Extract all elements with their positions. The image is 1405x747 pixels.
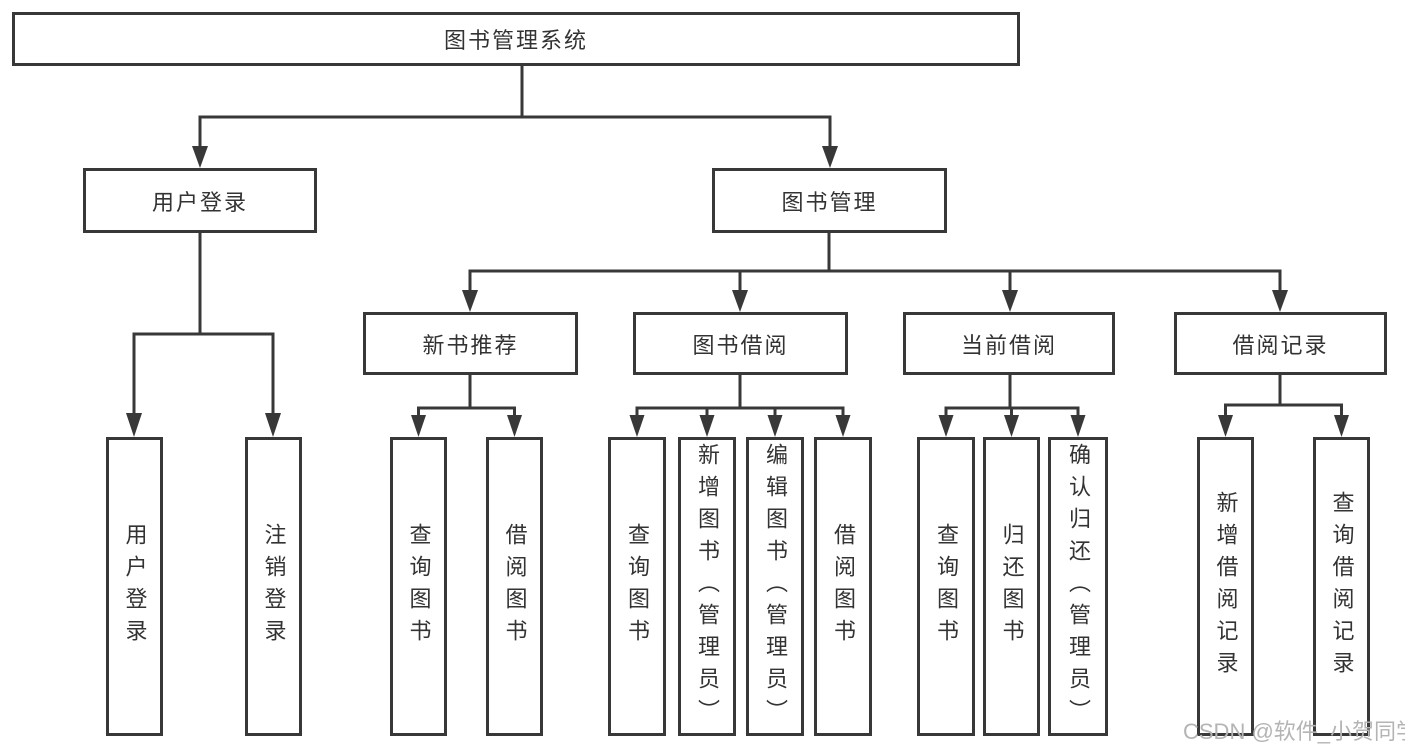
leaf-query-books-3: 查询图书 xyxy=(917,437,975,736)
node-root: 图书管理系统 xyxy=(12,12,1020,66)
node-current-borrow-label: 当前借阅 xyxy=(960,332,1057,358)
leaf-borrow-books-2: 借阅图书 xyxy=(814,437,872,736)
node-root-label: 图书管理系统 xyxy=(443,28,588,53)
leaf-query-books-1: 查询图书 xyxy=(390,437,447,736)
leaf-user-login: 用户登录 xyxy=(106,437,163,736)
leaf-logout: 注销登录 xyxy=(245,437,302,736)
node-user-login-label: 用户登录 xyxy=(151,189,248,215)
leaf-borrow-books-2-label: 借阅图书 xyxy=(831,522,856,651)
node-book-borrow: 图书借阅 xyxy=(633,312,848,375)
leaf-query-borrow-record-label: 查询借阅记录 xyxy=(1329,490,1355,683)
leaf-query-books-2: 查询图书 xyxy=(608,437,666,736)
node-book-management: 图书管理 xyxy=(712,168,947,233)
node-current-borrow: 当前借阅 xyxy=(903,312,1115,375)
leaf-add-books-admin: 新增图书（管理员） xyxy=(678,437,736,736)
node-book-borrow-label: 图书借阅 xyxy=(692,332,789,358)
node-new-book-recommend: 新书推荐 xyxy=(363,312,578,375)
leaf-borrow-books-1-label: 借阅图书 xyxy=(502,522,528,651)
leaf-user-login-label: 用户登录 xyxy=(122,522,148,651)
leaf-return-books: 归还图书 xyxy=(983,437,1040,736)
node-book-management-label: 图书管理 xyxy=(781,189,878,215)
leaf-add-borrow-record-label: 新增借阅记录 xyxy=(1213,490,1239,683)
leaf-query-books-3-label: 查询图书 xyxy=(934,522,959,651)
leaf-borrow-books-1: 借阅图书 xyxy=(486,437,543,736)
leaf-query-borrow-record: 查询借阅记录 xyxy=(1313,437,1370,736)
csdn-watermark: CSDN @软件_小贺同学 xyxy=(1183,719,1405,744)
leaf-confirm-return-admin-label: 确认归还（管理员） xyxy=(1066,442,1091,731)
leaf-query-books-1-label: 查询图书 xyxy=(406,522,432,651)
leaf-add-borrow-record: 新增借阅记录 xyxy=(1197,437,1254,736)
leaf-edit-books-admin: 编辑图书（管理员） xyxy=(746,437,804,736)
leaf-query-books-2-label: 查询图书 xyxy=(625,522,650,651)
leaf-add-books-admin-label: 新增图书（管理员） xyxy=(695,442,720,731)
leaf-edit-books-admin-label: 编辑图书（管理员） xyxy=(763,442,788,731)
node-borrow-records: 借阅记录 xyxy=(1174,312,1387,375)
node-borrow-records-label: 借阅记录 xyxy=(1232,332,1329,358)
arrowhead-icons xyxy=(126,146,1349,437)
node-new-book-recommend-label: 新书推荐 xyxy=(422,332,519,358)
leaf-return-books-label: 归还图书 xyxy=(999,522,1025,651)
node-user-login: 用户登录 xyxy=(83,168,317,233)
leaf-logout-label: 注销登录 xyxy=(261,522,287,651)
leaf-confirm-return-admin: 确认归还（管理员） xyxy=(1048,437,1108,736)
